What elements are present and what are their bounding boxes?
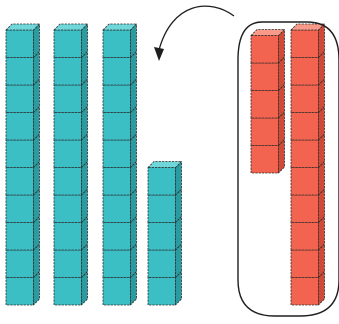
cube xyxy=(5,243,40,278)
red-rod-long xyxy=(290,23,325,306)
cube xyxy=(290,23,325,58)
cube xyxy=(147,161,182,196)
teal-rod-3 xyxy=(102,23,137,306)
cube xyxy=(5,216,40,251)
cube xyxy=(250,56,285,91)
cube xyxy=(102,188,137,223)
cube xyxy=(53,243,88,278)
cube xyxy=(102,106,137,141)
cube xyxy=(147,271,182,306)
teal-rod-2 xyxy=(53,23,88,306)
cube xyxy=(102,23,137,58)
red-blocks xyxy=(250,23,325,306)
cube xyxy=(250,29,285,64)
cube xyxy=(290,133,325,168)
cube xyxy=(5,188,40,223)
cube xyxy=(5,161,40,196)
cube xyxy=(250,84,285,119)
arrow-curve xyxy=(158,5,235,51)
cube xyxy=(290,51,325,86)
cube xyxy=(290,243,325,278)
cube xyxy=(102,51,137,86)
teal-rod-1 xyxy=(5,23,40,306)
teal-blocks xyxy=(5,23,182,306)
cube xyxy=(250,139,285,174)
cube xyxy=(5,23,40,58)
red-rod-short xyxy=(250,29,285,174)
cube xyxy=(102,243,137,278)
cube xyxy=(53,23,88,58)
cube xyxy=(5,133,40,168)
cube xyxy=(102,271,137,306)
cube xyxy=(290,106,325,141)
cube xyxy=(147,243,182,278)
cube xyxy=(102,78,137,113)
cube xyxy=(5,106,40,141)
arrow-head xyxy=(154,47,164,61)
grouping-outline xyxy=(237,21,339,317)
cube xyxy=(53,161,88,196)
cube xyxy=(53,78,88,113)
cube xyxy=(5,271,40,306)
curved-arrow-icon xyxy=(154,5,235,61)
cube xyxy=(290,188,325,223)
cube xyxy=(290,78,325,113)
cube xyxy=(53,216,88,251)
cube xyxy=(5,78,40,113)
cube xyxy=(53,106,88,141)
cube xyxy=(53,188,88,223)
teal-units xyxy=(147,161,182,306)
cube xyxy=(53,51,88,86)
cube xyxy=(290,216,325,251)
cube xyxy=(5,51,40,86)
cube xyxy=(102,216,137,251)
cube xyxy=(250,111,285,146)
cube xyxy=(147,188,182,223)
cube xyxy=(53,271,88,306)
